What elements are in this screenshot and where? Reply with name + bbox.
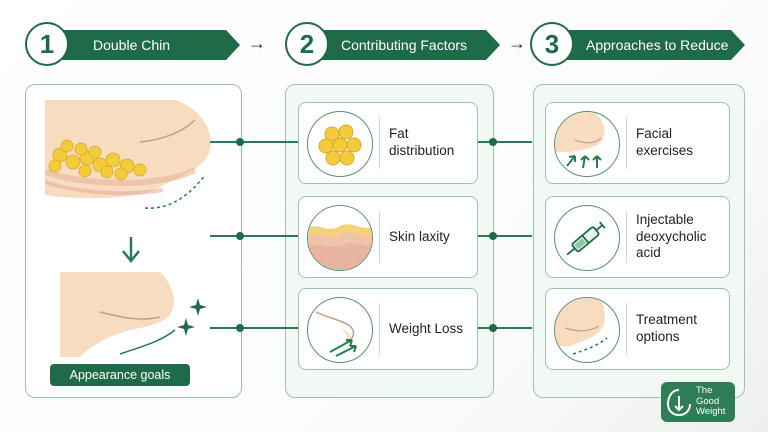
factor-card-weight-loss: Weight Loss	[298, 288, 478, 370]
card-divider	[379, 211, 380, 263]
approach-label: Injectable deoxycholic acid	[636, 211, 707, 261]
appearance-goals-label: Appearance goals	[50, 364, 190, 386]
the-good-weight-logo: The Good Weight	[661, 382, 735, 422]
logo-text: The Good Weight	[696, 385, 732, 418]
connector-dot	[489, 232, 497, 240]
card-divider	[379, 117, 380, 169]
card-divider	[379, 303, 380, 355]
card-divider	[626, 117, 627, 169]
down-arrow-icon	[122, 237, 140, 264]
connector-dot	[489, 138, 497, 146]
double-chin-illustration	[45, 100, 211, 209]
syringe-icon	[554, 205, 620, 271]
card-divider	[626, 303, 627, 355]
factor-card-fat-distribution: Fat distribution	[298, 102, 478, 184]
card-divider	[626, 211, 627, 263]
fat-cells-icon	[307, 111, 373, 177]
step-1-title: Double Chin	[55, 30, 240, 60]
step-number-3: 3	[530, 22, 574, 66]
logo-text-line-2: Good	[696, 395, 720, 407]
sparkle-icon	[177, 298, 207, 336]
connector-dot	[489, 324, 497, 332]
factor-label: Weight Loss	[389, 320, 464, 336]
factor-label: Fat distribution	[389, 126, 455, 158]
factor-card-skin-laxity: Skin laxity	[298, 196, 478, 278]
logo-icon	[666, 389, 691, 417]
connector-dot	[236, 232, 244, 240]
approach-label: Treatment options	[636, 312, 698, 344]
step-3-title: Approaches to Reduce	[560, 30, 745, 60]
connector-dot	[236, 138, 244, 146]
flow-arrow-2: →	[508, 33, 526, 53]
step-number-1: 1	[25, 22, 69, 66]
logo-text-line-1: The	[696, 385, 713, 396]
skin-layers-icon	[307, 205, 373, 271]
factor-label: Skin laxity	[389, 228, 450, 244]
step-number-2: 2	[285, 22, 329, 66]
step-2-header: 2 Contributing Factors	[285, 22, 500, 66]
slim-jawline-illustration	[60, 272, 176, 357]
logo-text-line-3: Weight	[696, 406, 726, 417]
step-2-title: Contributing Factors	[315, 30, 500, 60]
flow-arrow-1: →	[248, 33, 266, 53]
treatment-icon	[554, 297, 620, 363]
approach-card-treatment-options: Treatment options	[545, 288, 730, 370]
weight-loss-icon	[307, 297, 373, 363]
approach-card-injectable: Injectable deoxycholic acid	[545, 196, 730, 278]
connector-dot	[236, 324, 244, 332]
step-3-header: 3 Approaches to Reduce	[530, 22, 745, 66]
approach-card-facial-exercises: Facial exercises	[545, 102, 730, 184]
approach-label: Facial exercises	[636, 126, 694, 158]
step-1-header: 1 Double Chin	[25, 22, 240, 66]
facial-exercise-icon	[554, 111, 620, 177]
